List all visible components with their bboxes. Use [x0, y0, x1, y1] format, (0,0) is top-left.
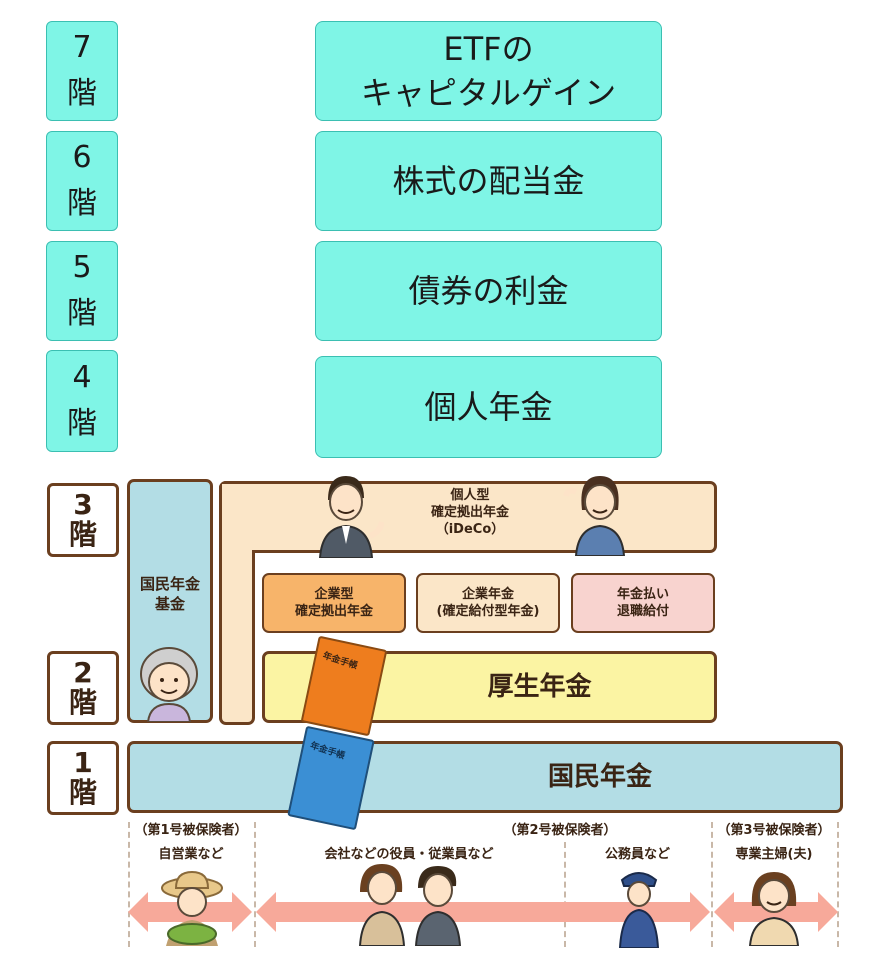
floor-number: 1: [73, 746, 93, 779]
divider: [837, 822, 839, 947]
insured-type3-label: （第3号被保険者）: [717, 823, 831, 838]
floor-number: 3: [73, 488, 93, 521]
corporate-dc-line2: 確定拠出年金: [294, 604, 373, 619]
woman-illustration: [563, 476, 626, 556]
company-employee-label: 会社などの役員・従業員など: [324, 847, 494, 862]
floor-7-line2: キャピタルゲイン: [360, 74, 617, 112]
floor-unit: 階: [67, 186, 97, 221]
floor-unit: 階: [67, 406, 97, 441]
retirement-line2: 退職給付: [616, 604, 669, 619]
floor-unit: 階: [67, 296, 97, 331]
ideco-label: 個人型 確定拠出年金 （iDeCo）: [400, 487, 540, 538]
pension-floor-1-tag: 1 階: [47, 741, 119, 815]
national-fund-line1: 国民年金: [139, 575, 200, 593]
book-label: 年金手帳: [308, 741, 347, 762]
pension-floor-3-tag: 3 階: [47, 483, 119, 557]
divider: [564, 842, 566, 947]
floor-number: 2: [73, 656, 93, 689]
kokumin-pension-box: 国民年金: [127, 741, 843, 813]
national-fund-line2: 基金: [154, 595, 185, 613]
corporate-pension-line2: (確定給付型年金): [436, 604, 540, 619]
floor-4-tag: 4 階: [46, 350, 118, 452]
floor-5-box: 債券の利金: [315, 241, 662, 341]
divider: [254, 822, 256, 947]
floor-7-tag: 7 階: [46, 21, 118, 121]
civil-servant-label: 公務員など: [604, 847, 670, 862]
pension-floor-2-tag: 2 階: [47, 651, 119, 725]
kosei-pension-label: 厚生年金: [487, 672, 592, 702]
homemaker-illustration: [748, 872, 800, 946]
floor-6-box: 株式の配当金: [315, 131, 662, 231]
divider: [128, 822, 130, 947]
floor-7-line1: ETFの: [443, 30, 534, 68]
retirement-benefit-box: 年金払い 退職給付: [571, 573, 715, 633]
book-label: 年金手帳: [321, 651, 359, 672]
kokumin-pension-label: 国民年金: [547, 762, 652, 792]
floor-4-box: 個人年金: [315, 356, 662, 458]
corporate-dc-box: 企業型 確定拠出年金: [262, 573, 406, 633]
floor-5-line1: 債券の利金: [408, 272, 569, 310]
insured-type1-label: （第1号被保険者）: [134, 823, 248, 838]
corporate-dc-line1: 企業型: [314, 587, 354, 602]
floor-7-box: ETFの キャピタルゲイン: [315, 21, 662, 121]
ideco-line3: （iDeCo）: [435, 522, 505, 537]
ideco-frame-horizontal: [219, 481, 717, 553]
floor-6-line1: 株式の配当金: [392, 162, 585, 200]
elderly-woman-illustration: [140, 647, 198, 722]
floor-unit: 階: [68, 776, 97, 809]
corporate-pension-line1: 企業年金: [461, 587, 514, 602]
floor-number: 5: [72, 250, 92, 285]
corporate-pension-box: 企業年金 (確定給付型年金): [416, 573, 560, 633]
floor-number: 6: [72, 140, 92, 175]
floor-unit: 階: [68, 686, 97, 719]
ideco-line2: 確定拠出年金: [430, 505, 509, 520]
police-officer-illustration: [618, 872, 660, 948]
floor-5-tag: 5 階: [46, 241, 118, 341]
floor-number: 7: [72, 30, 92, 65]
divider: [711, 822, 713, 947]
farmer-illustration: [161, 870, 223, 946]
homemaker-label: 専業主婦(夫): [735, 847, 813, 862]
self-employed-label: 自営業など: [158, 847, 224, 862]
floor-6-tag: 6 階: [46, 131, 118, 231]
floor-number: 4: [72, 360, 92, 395]
floor-unit: 階: [68, 518, 97, 551]
ideco-line1: 個人型: [450, 488, 490, 503]
office-workers-illustration: [358, 864, 462, 946]
floor-unit: 階: [67, 76, 97, 111]
ideco-frame-cover: [222, 484, 252, 554]
retirement-line1: 年金払い: [616, 587, 669, 602]
floor-4-line1: 個人年金: [424, 388, 553, 426]
businessman-illustration: [318, 476, 384, 558]
insured-type2-label: （第2号被保険者）: [503, 823, 617, 838]
